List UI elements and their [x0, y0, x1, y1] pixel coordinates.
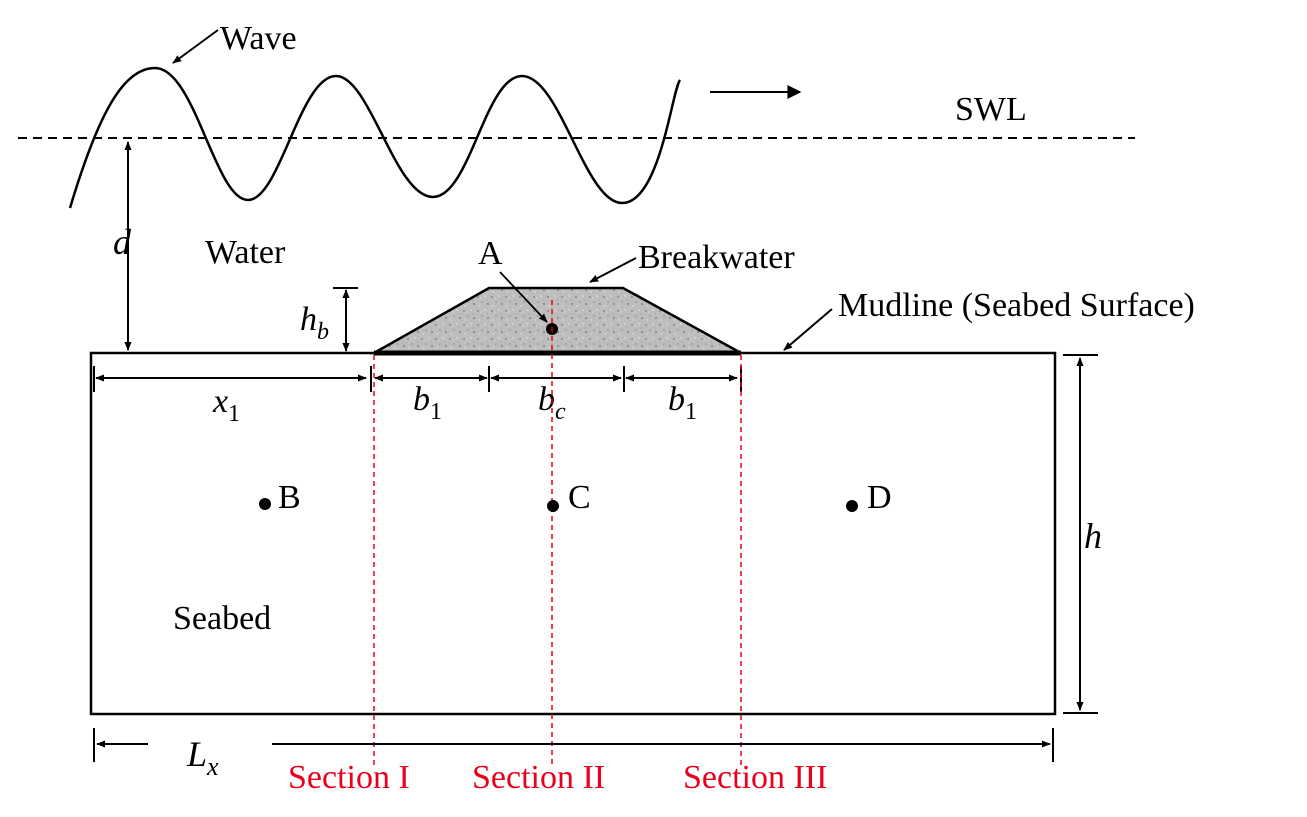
- point-a-pointer: [499, 271, 548, 323]
- b1-right-sub: 1: [685, 399, 697, 425]
- hb-main: h: [300, 301, 317, 338]
- b1-left-main: b: [413, 381, 430, 418]
- x1-sub: 1: [228, 401, 240, 427]
- breakwater-body: [369, 286, 742, 355]
- point-b-label: B: [278, 479, 301, 516]
- wave-pointer: [172, 29, 219, 64]
- x1-label: x1: [212, 383, 240, 427]
- breakwater-label: Breakwater: [638, 239, 795, 276]
- point-c-dot: [547, 500, 559, 512]
- breakwater-pointer: [589, 257, 637, 283]
- mudline-pointer: [783, 308, 833, 351]
- lx-sub: x: [206, 752, 219, 781]
- b1-right-label: b1: [668, 381, 697, 425]
- mudline-label: Mudline (Seabed Surface): [838, 287, 1195, 324]
- point-c-label: C: [568, 479, 591, 516]
- swl-label: SWL: [955, 91, 1027, 128]
- point-b-dot: [259, 498, 271, 510]
- bc-label: bc: [538, 381, 566, 425]
- b1-left-sub: 1: [430, 399, 442, 425]
- section-3-label: Section III: [683, 759, 827, 796]
- lx-label: Lx: [186, 734, 219, 781]
- point-d-dot: [846, 500, 858, 512]
- point-a-label: A: [478, 235, 503, 272]
- section-2-label: Section II: [472, 759, 605, 796]
- bc-main: b: [538, 381, 555, 418]
- section-1-label: Section I: [288, 759, 410, 796]
- h-label: h: [1084, 516, 1102, 556]
- wave-label: Wave: [220, 20, 297, 57]
- seabed-label: Seabed: [173, 600, 271, 637]
- wave-curve: [68, 66, 682, 209]
- x1-main: x: [212, 383, 228, 420]
- lx-main: L: [186, 734, 207, 774]
- depth-label: d: [113, 222, 132, 262]
- b1-left-label: b1: [413, 381, 442, 425]
- point-d-label: D: [867, 479, 892, 516]
- hb-label: hb: [300, 301, 329, 345]
- hb-sub: b: [317, 319, 329, 345]
- bc-sub: c: [555, 399, 566, 425]
- b1-right-main: b: [668, 381, 685, 418]
- water-label: Water: [205, 234, 286, 271]
